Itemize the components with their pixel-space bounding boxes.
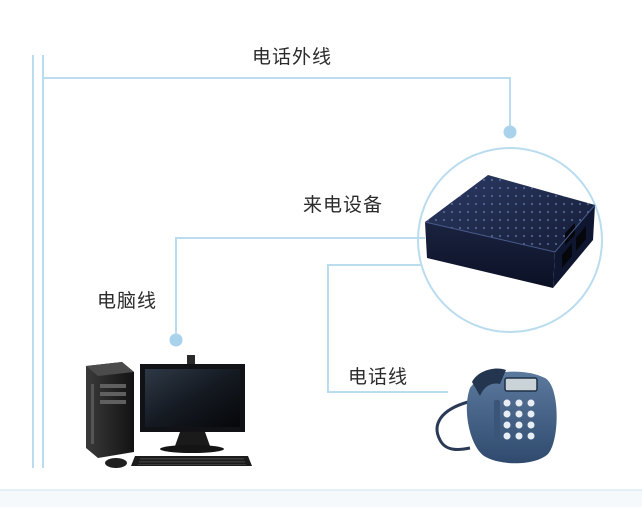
- computer-line-connector-dot: [169, 333, 183, 347]
- computer-icon: [86, 355, 252, 468]
- phone-line-path: [327, 264, 448, 393]
- outer-line-label: 电话外线: [252, 46, 333, 68]
- computer-line-label: 电脑线: [97, 290, 158, 312]
- outer-line-path: [43, 77, 517, 139]
- outer-line-connector-dot: [503, 125, 517, 139]
- bottom-divider: [0, 489, 642, 507]
- computer-line-path: [169, 237, 425, 347]
- wall-lines: [32, 55, 44, 468]
- caller-id-device-icon: [424, 175, 596, 288]
- phone-line-label: 电话线: [348, 366, 409, 388]
- telephone-icon: [435, 368, 557, 464]
- caller-id-device-label: 来电设备: [303, 194, 384, 216]
